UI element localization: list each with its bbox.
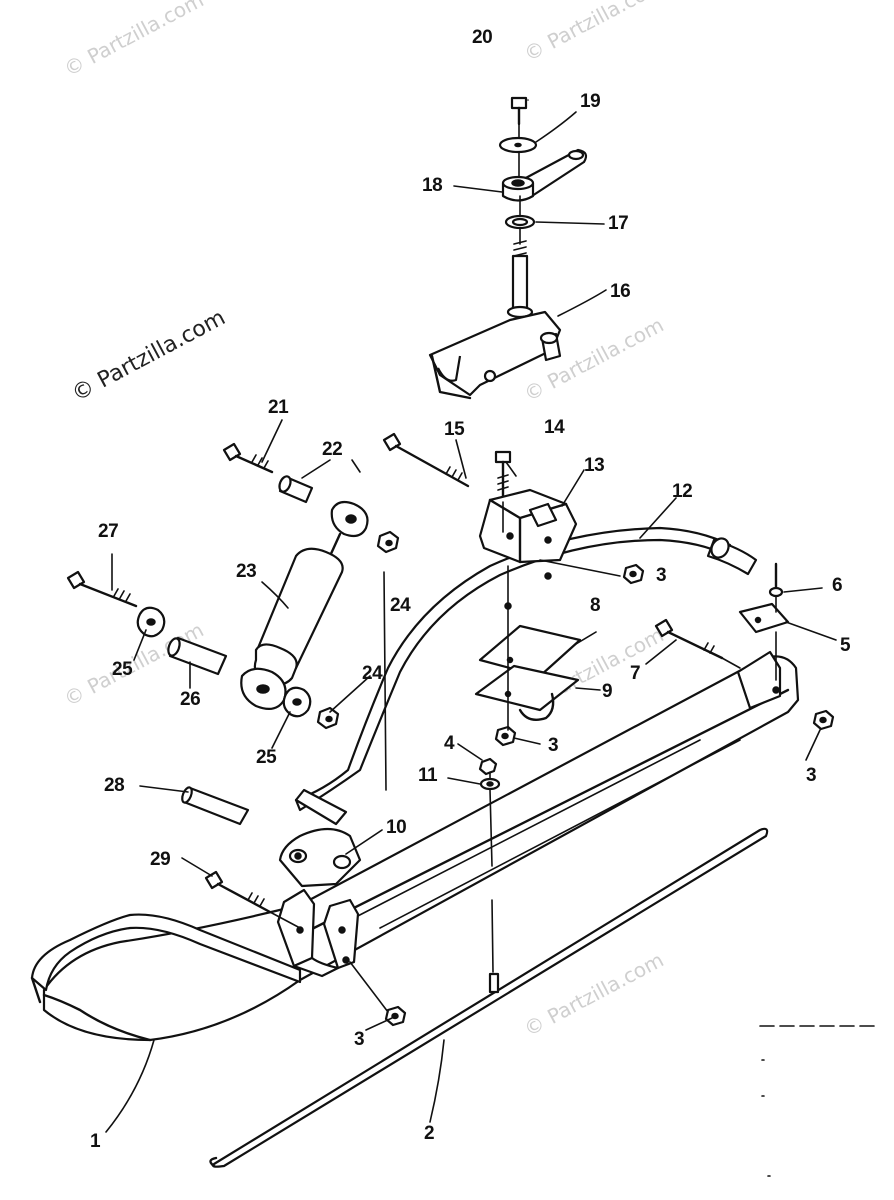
bolt-29: [204, 870, 272, 914]
bolt-7: [654, 618, 724, 660]
callout-5: 5: [840, 635, 851, 656]
callout-29: 29: [150, 849, 171, 870]
bolt-14: [494, 450, 512, 504]
callout-11: 11: [418, 765, 438, 786]
callout-27: 27: [98, 521, 119, 542]
callout-16: 16: [610, 281, 631, 302]
nut-3-center: [494, 725, 517, 747]
pin-28: [181, 786, 250, 826]
washer-11: [479, 777, 501, 791]
ski-saddle: [276, 888, 360, 978]
leaf-spring-12: [294, 526, 758, 826]
callout-21: 21: [268, 397, 289, 418]
leader-lines: [105, 99, 837, 1133]
bolt-15: [382, 432, 470, 488]
spacer-25-lower: [282, 686, 312, 718]
callout-24-lower: 24: [362, 663, 383, 684]
callout-25-upper: 25: [112, 659, 133, 680]
callout-3-front: 3: [354, 1029, 365, 1050]
nut-3-front: [384, 1005, 407, 1027]
callout-14: 14: [544, 417, 565, 438]
callout-3-rear: 3: [806, 765, 817, 786]
callout-10: 10: [386, 817, 407, 838]
shock-absorber-23: [240, 500, 369, 711]
callout-25-lower: 25: [256, 747, 277, 768]
callout-26: 26: [180, 689, 201, 710]
callout-8: 8: [590, 595, 601, 616]
callout-15: 15: [444, 419, 465, 440]
wear-bar-stud: [488, 972, 500, 994]
plate-9: [474, 664, 580, 721]
nut-24-lower: [316, 706, 340, 730]
nut-24-upper: [376, 530, 400, 554]
nut-3-rear: [812, 709, 835, 731]
hoop-handle: [30, 913, 302, 1004]
bracket-10: [278, 827, 362, 888]
callout-19: 19: [580, 91, 601, 112]
callout-22: 22: [322, 439, 343, 460]
callout-6: 6: [832, 575, 843, 596]
callout-3-center: 3: [548, 735, 559, 756]
callout-9: 9: [602, 681, 613, 702]
callout-17: 17: [608, 213, 629, 234]
callout-28: 28: [104, 775, 125, 796]
bushing-22: [278, 475, 314, 504]
callout-1: 1: [90, 1131, 101, 1152]
callout-4: 4: [444, 733, 455, 754]
callout-23: 23: [236, 561, 257, 582]
callout-24-upper: 24: [390, 595, 411, 616]
nut-3-upper: [622, 563, 645, 585]
cotter-pin-6: [768, 562, 784, 598]
sleeve-26: [167, 636, 228, 676]
bracket-13: [478, 488, 578, 564]
callout-12: 12: [672, 481, 693, 502]
callout-7: 7: [630, 663, 641, 684]
runner-2: [209, 827, 769, 1168]
callout-20: 20: [472, 27, 493, 48]
bolt-21: [222, 442, 274, 474]
callout-13: 13: [584, 455, 605, 476]
nut-4: [478, 757, 498, 776]
spindle-16: [428, 240, 562, 400]
callout-3-upper: 3: [656, 565, 667, 586]
callout-2: 2: [424, 1123, 435, 1144]
callout-18: 18: [422, 175, 443, 196]
steering-arm-18: [501, 148, 588, 202]
bolt-20: [510, 96, 528, 126]
bolt-27: [66, 570, 138, 608]
spacer-25-upper: [136, 606, 166, 638]
